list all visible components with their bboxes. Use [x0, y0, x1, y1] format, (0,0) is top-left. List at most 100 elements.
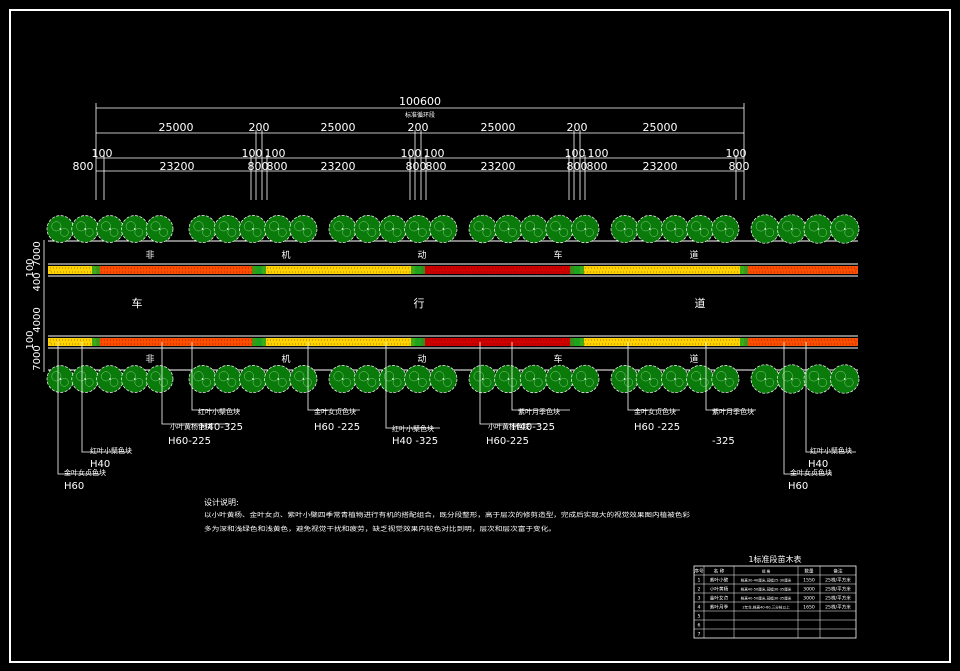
row-dim-12: 800 [729, 160, 750, 173]
table-cell: 3000 [803, 587, 815, 593]
tree-icon [519, 364, 549, 394]
hedge-joint [252, 266, 266, 274]
tree-icon [803, 364, 833, 394]
small-dim-5: 100 [424, 147, 445, 160]
tree-icon [711, 365, 740, 393]
car-lane-char-3: 道 [695, 296, 706, 310]
callout-1-name: 金叶女贞色块 [64, 468, 106, 477]
hedge-block [96, 338, 256, 346]
overall-dimension: 100600 [399, 95, 441, 108]
small-dim-6: 100 [565, 147, 586, 160]
callout-2-spec: H40 [90, 459, 110, 470]
tree-icon [635, 365, 664, 393]
tree-icon [750, 364, 780, 394]
row-dim-4: 800 [267, 160, 288, 173]
hedge-block [421, 338, 574, 346]
tree-icon [519, 214, 549, 244]
table-cell: 小叶黄杨 [710, 586, 729, 593]
hedge-block [96, 266, 256, 274]
road-lines [48, 240, 858, 371]
tree-icon [686, 365, 715, 393]
tree-icon [830, 214, 860, 244]
tree-icon [289, 365, 318, 393]
callout-3-name: 小叶黄杨色块 [170, 422, 212, 431]
table-cell: 1 [698, 578, 701, 584]
bike-lane-upper-char-4: 车 [553, 249, 562, 261]
callout-11-spec: H60 [788, 481, 808, 492]
tree-icon [96, 365, 124, 393]
small-dim-8: 100 [726, 147, 747, 160]
row-dim-11: 23200 [643, 160, 678, 173]
vdim-4: 4000 [32, 307, 43, 332]
table-cell: 6 [698, 623, 701, 629]
tree-icon [545, 214, 574, 244]
hedge-joint [411, 338, 425, 346]
tree-icon [610, 215, 639, 243]
table-header-cell: 名 称 [714, 568, 725, 575]
row-dim-9: 800 [567, 160, 588, 173]
table-header-cell: 序号 [694, 568, 704, 575]
table-cell: 紫叶小檗 [710, 577, 729, 584]
tree-icon [46, 215, 75, 243]
notes-line-1: 以小叶黄杨、金叶女贞、紫叶小檗四季常青植物进行有机的搭配组合，既分段整形，高于层… [204, 511, 690, 519]
callout-4-spec: H40-325 [200, 422, 243, 433]
table-cell: 5 [698, 614, 701, 620]
hedge-block [744, 266, 858, 274]
dimension-group [95, 103, 745, 200]
callout-1-spec: H60 [64, 481, 84, 492]
hedge-joint [92, 266, 100, 274]
table-cell: 2年生,株高40-60,三分枝以上 [742, 605, 790, 610]
tree-icon [353, 215, 382, 243]
callout-7-name: 小叶黄杨色块 [488, 422, 530, 431]
vdim-1: 7000 [32, 241, 43, 266]
tree-icon [188, 215, 217, 243]
hedge-strip-lower [48, 338, 858, 346]
tree-icon [188, 365, 217, 393]
car-lane-char-2: 行 [414, 297, 425, 310]
tree-icon [635, 215, 664, 243]
table-cell: 株高30-40厘米,冠幅25-30厘米 [741, 578, 792, 583]
tree-icon [264, 365, 293, 393]
tree-icon [777, 214, 807, 244]
tree-icon [404, 215, 433, 243]
overall-dimension-label: 标准循环段 [405, 111, 435, 119]
hedge-joint [570, 266, 584, 274]
row-dim-6: 800 [406, 160, 427, 173]
table-cell: 3000 [803, 596, 815, 602]
tree-icon [379, 215, 407, 243]
tree-icon [610, 365, 639, 393]
table-cell: 株高40-50厘米,冠幅30-35厘米 [741, 587, 792, 592]
hedge-block [48, 338, 96, 346]
table-cell: 25株/平方米 [825, 595, 851, 602]
bike-lane-lower-char-4: 车 [553, 353, 562, 365]
bike-lane-upper-char-1: 非 [145, 249, 154, 261]
callout-9-name: 金叶女贞色块 [634, 407, 676, 416]
tree-icon [121, 365, 149, 393]
row-dim-5: 23200 [321, 160, 356, 173]
table-cell: 7 [698, 632, 701, 638]
table-cell: 2 [698, 587, 701, 593]
car-lane-char-1: 车 [132, 296, 143, 310]
bike-lane-lower-char-1: 非 [145, 353, 154, 365]
tree-icon [121, 215, 149, 243]
tree-icon [571, 214, 600, 244]
tree-icon [145, 365, 174, 393]
hedge-block [262, 266, 415, 274]
vdim-5: 100 [25, 330, 36, 349]
tree-row-lower [46, 364, 860, 394]
tree-icon [328, 215, 357, 243]
tree-icon [686, 215, 715, 243]
tree-icon [429, 365, 458, 393]
callout-10-spec: -325 [712, 436, 735, 447]
tree-row-upper [46, 214, 860, 244]
tree-icon [545, 364, 574, 394]
segment-dim-2: 200 [249, 121, 270, 134]
table-cell: 4 [698, 605, 701, 611]
hedge-block [262, 338, 415, 346]
tree-icon [404, 365, 433, 393]
hedge-block [580, 338, 744, 346]
segment-dim-6: 200 [567, 121, 588, 134]
bike-lane-lower-char-2: 机 [281, 353, 290, 365]
